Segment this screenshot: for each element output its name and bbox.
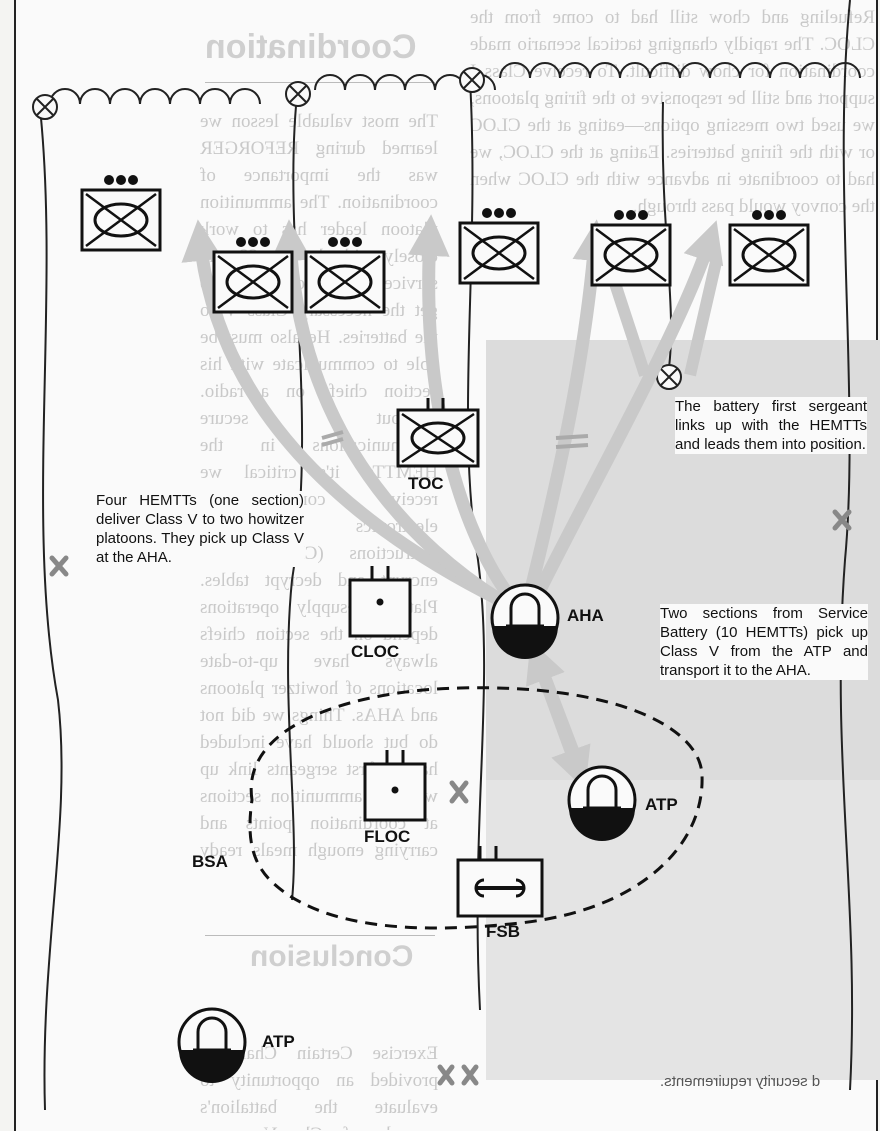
floc-symbol: [365, 750, 425, 820]
arrow-aha-to-atp: [538, 660, 578, 770]
boundary-x-marks: [52, 512, 849, 1083]
coordination-point-center: [460, 68, 484, 92]
note-service-battery: Two sections from Service Battery (10 HE…: [660, 604, 868, 680]
aha-symbol: [492, 585, 558, 659]
howitzer-platoon-1: [82, 175, 160, 250]
cloc-symbol: [350, 566, 410, 636]
forward-line-scallops: [50, 63, 860, 104]
left-boundary-line: [40, 108, 62, 1110]
fsb-label: FSB: [486, 922, 520, 942]
atp-main-label: ATP: [645, 795, 678, 815]
atp-lower-label: ATP: [262, 1032, 295, 1052]
howitzer-platoon-2: [214, 237, 292, 312]
howitzer-platoon-5: [592, 210, 670, 285]
howitzer-platoons: [82, 175, 808, 312]
howitzer-platoon-3: [306, 237, 384, 312]
floc-label: FLOC: [364, 827, 410, 847]
bsa-label: BSA: [192, 852, 228, 872]
tick-left: [322, 432, 343, 445]
coordination-point-middle: [286, 82, 310, 106]
toc-label: TOC: [408, 474, 444, 494]
aha-label: AHA: [567, 606, 604, 626]
x-mark-bottom: [452, 783, 466, 801]
atp-lower-symbol: [179, 1009, 245, 1083]
far-right-boundary-line: [841, 0, 852, 1090]
atp-main-symbol: [569, 767, 635, 841]
note-hemtt-delivery: Four HEMTTs (one section) deliver Class …: [96, 491, 304, 567]
x-mark-pair: [440, 1067, 476, 1083]
x-mark-left: [52, 558, 66, 574]
cloc-label: CLOC: [351, 642, 399, 662]
note-first-sergeant: The battery first sergeant links up with…: [675, 397, 867, 454]
fsb-symbol: [458, 846, 542, 916]
howitzer-platoon-6: [730, 210, 808, 285]
coordination-point-left: [33, 95, 57, 119]
